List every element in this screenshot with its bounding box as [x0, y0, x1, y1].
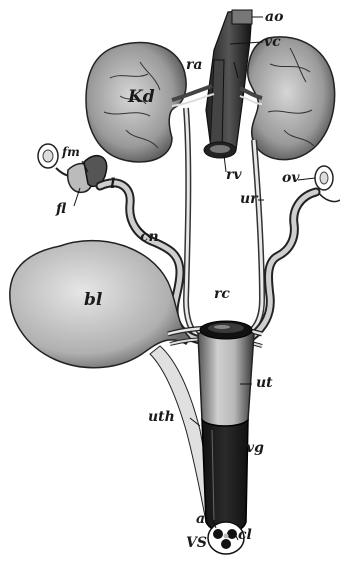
great-vessels	[204, 10, 252, 158]
label-ra: ra	[186, 58, 202, 72]
label-rv: rv	[226, 168, 242, 182]
label-vg: vg	[246, 441, 264, 455]
label-ov: ov	[282, 171, 299, 185]
label-fm: fm	[62, 146, 80, 158]
label-uth: uth	[148, 410, 175, 424]
label-ao: ao	[265, 10, 283, 24]
label-rc: rc	[214, 287, 230, 301]
label-ut: ut	[256, 376, 273, 390]
label-cn: cn	[140, 230, 159, 244]
label-fl: fl	[56, 202, 66, 216]
label-ur: ur	[240, 192, 258, 206]
label-kd: Kd	[128, 89, 155, 106]
right-ovary	[315, 166, 340, 202]
label-cl: cl	[238, 528, 252, 542]
label-l: l	[110, 177, 115, 191]
label-bl: bl	[84, 292, 102, 309]
label-a: a	[196, 512, 205, 526]
label-vs: VS	[186, 536, 207, 550]
label-vc: vc	[264, 35, 281, 49]
vagina	[202, 420, 248, 533]
uterus	[198, 321, 254, 430]
